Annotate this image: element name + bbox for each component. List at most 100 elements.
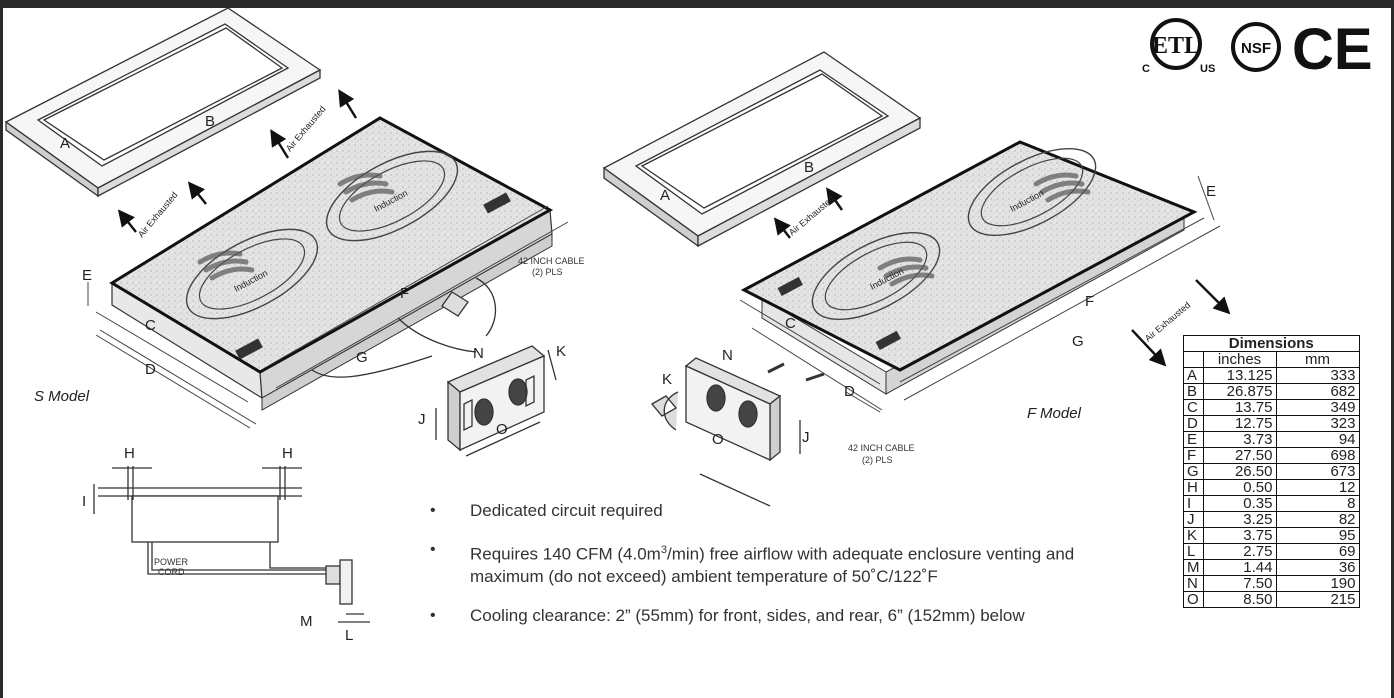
dimension-key: L [1183, 543, 1204, 560]
s-air-exhausted-1: Air Exhausted [136, 190, 180, 239]
ce-mark-logo: CE [1292, 17, 1373, 77]
letter-d-s: D [145, 361, 156, 378]
dimension-inches: 8.50 [1202, 591, 1277, 608]
top-border [0, 0, 1394, 8]
letter-g-s: G [356, 349, 368, 366]
dimension-key: C [1183, 399, 1204, 416]
letter-f-s: F [400, 285, 409, 302]
f-model-control-box [651, 357, 825, 507]
letter-k-s: K [556, 343, 566, 360]
letter-e-s: E [82, 267, 92, 284]
etl-listed-logo: ETL C US [1142, 18, 1215, 75]
side-profile-drawing [93, 466, 370, 623]
dimension-key: G [1183, 463, 1204, 480]
dimension-key: N [1183, 575, 1204, 592]
dimension-key: E [1183, 431, 1204, 448]
dimension-mm: 190 [1275, 575, 1360, 592]
letter-j-f: J [802, 429, 810, 446]
dimension-inches: 0.50 [1202, 479, 1277, 496]
dimension-inches: 3.25 [1202, 511, 1277, 528]
dimension-key: O [1183, 591, 1204, 608]
dimension-key: K [1183, 527, 1204, 544]
letter-h-right: H [282, 445, 293, 462]
f-model-label: F Model [1027, 405, 1081, 422]
s-cable-label-1: 42 INCH CABLE [518, 256, 585, 266]
svg-text:C: C [1142, 63, 1150, 75]
dimensions-mm-header: mm [1275, 351, 1360, 368]
letter-o-f: O [712, 431, 724, 448]
dimension-inches: 3.73 [1202, 431, 1277, 448]
dimension-mm: 215 [1275, 591, 1360, 608]
s-model-trim-frame [4, 7, 322, 198]
dimension-inches: 2.75 [1202, 543, 1277, 560]
dimension-mm: 323 [1275, 415, 1360, 432]
dimension-inches: 12.75 [1202, 415, 1277, 432]
dimension-inches: 7.50 [1202, 575, 1277, 592]
dimension-mm: 12 [1275, 479, 1360, 496]
installation-notes: Dedicated circuit required Requires 140 … [430, 500, 1130, 644]
dimension-key: J [1183, 511, 1204, 528]
letter-b-s: B [205, 113, 215, 130]
letter-e-f: E [1206, 183, 1216, 200]
letter-o-s: O [496, 421, 508, 438]
dimension-mm: 349 [1275, 399, 1360, 416]
letter-k-f: K [662, 371, 672, 388]
letter-n-s: N [473, 345, 484, 362]
letter-n-f: N [722, 347, 733, 364]
letter-j-s: J [418, 411, 426, 428]
dimension-inches: 0.35 [1202, 495, 1277, 512]
letter-f-f: F [1085, 293, 1094, 310]
note-item: Cooling clearance: 2” (55mm) for front, … [430, 605, 1130, 627]
note-item: Requires 140 CFM (4.0m3/min) free airflo… [430, 539, 1130, 588]
dimension-key: D [1183, 415, 1204, 432]
s-air-arrows [117, 89, 358, 233]
dimension-mm: 673 [1275, 463, 1360, 480]
dimension-mm: 82 [1275, 511, 1360, 528]
dimension-mm: 698 [1275, 447, 1360, 464]
dimension-mm: 69 [1275, 543, 1360, 560]
dimension-key: I [1183, 495, 1204, 512]
power-cord-label-1: POWER [154, 557, 189, 567]
letter-c-f: C [785, 315, 796, 332]
dimension-inches: 26.50 [1202, 463, 1277, 480]
dimension-inches: 27.50 [1202, 447, 1277, 464]
svg-text:CE: CE [1292, 17, 1373, 77]
dimension-inches: 13.125 [1202, 367, 1277, 384]
letter-b-f: B [804, 159, 814, 176]
dimension-mm: 8 [1275, 495, 1360, 512]
dimension-inches: 26.875 [1202, 383, 1277, 400]
dimension-key: B [1183, 383, 1204, 400]
letter-l: L [345, 627, 353, 644]
f-model-trim-frame [602, 51, 922, 248]
note-item: Dedicated circuit required [430, 500, 1130, 522]
letter-m: M [300, 613, 313, 630]
s-model-cooktop [109, 116, 554, 411]
f-air-exhausted-1: Air Exhausted [787, 194, 836, 238]
letter-a-f: A [660, 187, 670, 204]
power-cord-label-2: CORD [158, 567, 185, 577]
letter-i: I [82, 493, 86, 510]
s-model-label: S Model [34, 388, 90, 405]
dimensions-key-header [1183, 351, 1204, 368]
s-model-dimension-lines [87, 205, 569, 429]
certification-marks: ETL C US NSF CE [1138, 14, 1376, 80]
f-cable-label-2: (2) PLS [862, 455, 893, 465]
f-air-arrows [773, 187, 1231, 367]
dimension-key: A [1183, 367, 1204, 384]
letter-a-s: A [60, 135, 70, 152]
s-model-control-box [311, 277, 557, 457]
